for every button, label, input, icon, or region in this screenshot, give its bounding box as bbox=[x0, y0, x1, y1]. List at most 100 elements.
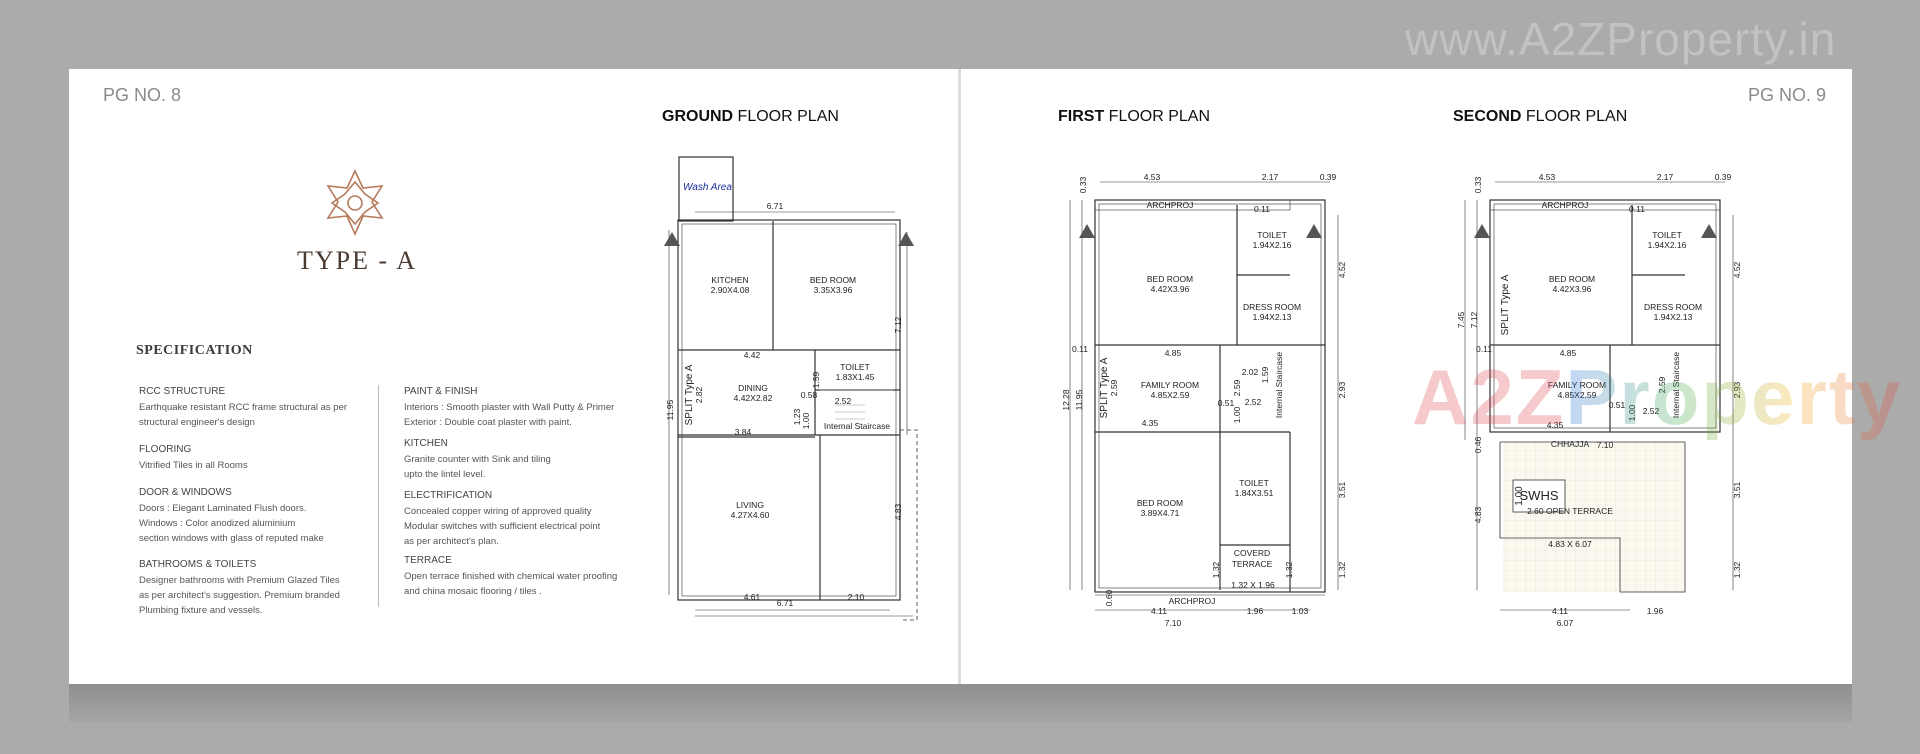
spec-line: as per architect's suggestion. Premium b… bbox=[139, 590, 340, 601]
bedroom-dims: 3.35X3.96 bbox=[814, 285, 853, 295]
second-floor-plan: 4.53 2.17 0.39 0.33 ARCHPROJ 0.11 TOILET… bbox=[1456, 172, 1742, 628]
dim-t3-second: 0.39 bbox=[1715, 172, 1732, 182]
family-second-label: FAMILY ROOM bbox=[1548, 380, 1606, 390]
bedroom1-dims: 4.42X3.96 bbox=[1151, 284, 1190, 294]
spec-line: Windows : Color anodized aluminium bbox=[139, 518, 296, 529]
type-title: TYPE - A bbox=[297, 246, 417, 275]
dim-l1-second: 7.45 bbox=[1456, 311, 1466, 328]
spec-heading: TERRACE bbox=[404, 555, 452, 566]
dim-011b-second: 0.11 bbox=[1476, 344, 1492, 354]
dress-label: DRESS ROOM bbox=[1243, 302, 1301, 312]
dim-r3: 3.51 bbox=[1337, 481, 1347, 498]
dim-r3-second: 3.51 bbox=[1732, 481, 1742, 498]
toilet1-dims: 1.94X2.16 bbox=[1253, 240, 1292, 250]
dim-011b: 0.11 bbox=[1072, 344, 1088, 354]
dim-b4: 7.10 bbox=[1165, 618, 1182, 628]
spec-line: upto the lintel level. bbox=[404, 469, 486, 480]
dim-bottom-b: 2.10 bbox=[848, 592, 865, 602]
archproj-top: ARCHPROJ bbox=[1147, 200, 1194, 210]
coverd-line2: TERRACE bbox=[1232, 559, 1273, 569]
spec-heading: PAINT & FINISH bbox=[404, 386, 478, 397]
bedroom-second-dims: 4.42X3.96 bbox=[1553, 284, 1592, 294]
dim-t3: 0.39 bbox=[1320, 172, 1337, 182]
dim-l2-second: 7.12 bbox=[1469, 311, 1479, 328]
toilet-second-label: TOILET bbox=[1652, 230, 1682, 240]
terrace-dims: 4.83 X 6.07 bbox=[1548, 539, 1592, 549]
dim-483-second: 4.83 bbox=[1473, 506, 1483, 523]
bedroom2-dims: 3.89X4.71 bbox=[1141, 508, 1180, 518]
spec-kitchen: KITCHEN Granite counter with Sink and ti… bbox=[404, 436, 654, 482]
page-shadow bbox=[69, 684, 1852, 722]
dress-second-dims: 1.94X2.13 bbox=[1654, 312, 1693, 322]
spec-line: Earthquake resistant RCC frame structura… bbox=[139, 402, 348, 413]
dim-top: 6.71 bbox=[767, 201, 784, 211]
dim-011-second: 0.11 bbox=[1629, 204, 1645, 214]
dim-100: 1.00 bbox=[801, 412, 811, 429]
spec-doors: DOOR & WINDOWS Doors : Elegant Laminated… bbox=[139, 485, 379, 546]
dim-l2: 11.95 bbox=[1074, 389, 1084, 410]
spec-line: section windows with glass of reputed ma… bbox=[139, 533, 324, 544]
spec-heading: ELECTRIFICATION bbox=[404, 490, 493, 501]
family-label: FAMILY ROOM bbox=[1141, 380, 1199, 390]
dim-b3-second: 6.07 bbox=[1557, 618, 1574, 628]
spec-heading: RCC STRUCTURE bbox=[139, 386, 226, 397]
bedroom-label: BED ROOM bbox=[810, 275, 856, 285]
page-gutter bbox=[958, 69, 961, 684]
spec-heading: FLOORING bbox=[139, 444, 192, 455]
spec-line: Plumbing fixture and vessels. bbox=[139, 605, 263, 616]
star-logo-icon bbox=[326, 169, 384, 236]
dim-435: 4.35 bbox=[1142, 418, 1159, 428]
spec-line: Interiors : Smooth plaster with Wall Put… bbox=[404, 402, 615, 413]
dim-051-second: 0.51 bbox=[1609, 400, 1626, 410]
dim-100-swhs: 1.00 bbox=[1514, 486, 1525, 506]
page-number-left: PG NO. 8 bbox=[103, 85, 182, 105]
dim-710-second: 7.10 bbox=[1597, 440, 1614, 450]
terrace-label: 2.60 OPEN TERRACE bbox=[1527, 506, 1613, 516]
dim-060: 0.60 bbox=[1104, 589, 1114, 606]
dim-bottom-a: 4.61 bbox=[744, 592, 761, 602]
spec-paint: PAINT & FINISH Interiors : Smooth plaste… bbox=[404, 384, 654, 430]
dim-442: 4.42 bbox=[744, 350, 761, 360]
spec-bathrooms: BATHROOMS & TOILETS Designer bathrooms w… bbox=[139, 557, 379, 618]
dim-485-second: 4.85 bbox=[1560, 348, 1577, 358]
dim-259b: 2.59 bbox=[1232, 379, 1242, 396]
spec-line: as per architect's plan. bbox=[404, 536, 499, 547]
spec-line: Exterior : Double coat plaster with pain… bbox=[404, 417, 572, 428]
spec-line: Doors : Elegant Laminated Flush doors. bbox=[139, 503, 307, 514]
dim-t2: 2.17 bbox=[1262, 172, 1279, 182]
second-plan-title: SECOND FLOOR PLAN bbox=[1453, 108, 1628, 125]
split-label-second: SPLIT Type A bbox=[1500, 274, 1511, 335]
toilet2-label: TOILET bbox=[1239, 478, 1269, 488]
dim-r2: 2.93 bbox=[1337, 381, 1347, 398]
spec-heading: DOOR & WINDOWS bbox=[139, 487, 232, 498]
bedroom-second-label: BED ROOM bbox=[1549, 274, 1595, 284]
ground-plan-title: GROUND FLOOR PLAN bbox=[662, 108, 839, 125]
spec-rcc: RCC STRUCTURE Earthquake resistant RCC f… bbox=[139, 384, 379, 430]
dim-t0-second: 0.33 bbox=[1473, 176, 1483, 193]
dim-t0: 0.33 bbox=[1078, 176, 1088, 193]
right-page bbox=[961, 69, 1852, 684]
dining-dims: 4.42X2.82 bbox=[734, 393, 773, 403]
spec-heading: KITCHEN bbox=[404, 438, 448, 449]
dim-282: 2.82 bbox=[694, 386, 704, 403]
dim-r1: 4.52 bbox=[1337, 261, 1347, 278]
dim-r4-inner: 1.32 bbox=[1284, 561, 1294, 578]
dim-051: 0.51 bbox=[1218, 398, 1235, 408]
dim-046: 0.46 bbox=[1473, 436, 1483, 453]
dining-label: DINING bbox=[738, 383, 768, 393]
dim-t1-second: 4.53 bbox=[1539, 172, 1556, 182]
page-number-right: PG NO. 9 bbox=[1748, 85, 1827, 105]
dress-dims: 1.94X2.13 bbox=[1253, 312, 1292, 322]
spec-line: Vitrified Tiles in all Rooms bbox=[139, 460, 248, 471]
spec-terrace: TERRACE Open terrace finished with chemi… bbox=[404, 553, 654, 599]
staircase-label-first: Internal Staircase bbox=[1274, 352, 1284, 418]
dim-r2-second: 2.93 bbox=[1732, 381, 1742, 398]
dim-100-second: 1.00 bbox=[1627, 404, 1637, 421]
dim-right-b: 4.83 bbox=[893, 503, 903, 520]
staircase-label: Internal Staircase bbox=[824, 421, 890, 431]
dim-159-first: 1.59 bbox=[1260, 366, 1270, 383]
specification-title: SPECIFICATION bbox=[136, 343, 253, 358]
dim-b1: 4.11 bbox=[1151, 606, 1167, 616]
toilet-second-dims: 1.94X2.16 bbox=[1648, 240, 1687, 250]
dim-384: 3.84 bbox=[735, 427, 752, 437]
